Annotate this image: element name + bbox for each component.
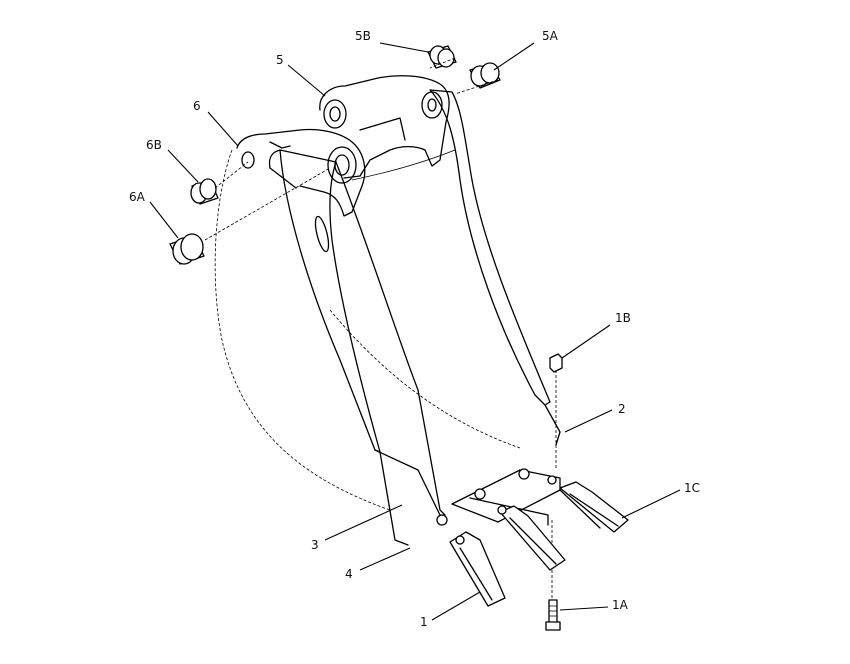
callout-1: 1 [420, 615, 428, 629]
callout-1B: 1B [615, 311, 631, 325]
bushing-5A [469, 62, 501, 89]
bolt-1A [545, 599, 561, 631]
callout-1C: 1C [684, 481, 701, 495]
tooth-middle [474, 488, 566, 571]
callout-6: 6 [193, 99, 201, 113]
callout-2: 2 [618, 402, 626, 416]
leader-lines [149, 42, 681, 621]
bushing-6B [190, 178, 219, 205]
tooth-1C [518, 468, 629, 533]
bushing-6A [169, 233, 205, 265]
callout-6A: 6A [129, 190, 145, 204]
callout-6B: 6B [146, 138, 162, 152]
front-side-plate [268, 149, 446, 546]
side-ear-bracket [236, 128, 366, 217]
callout-5: 5 [276, 53, 284, 67]
nut-1B [549, 353, 563, 373]
cutting-edge [451, 469, 601, 529]
bucket-shell [214, 149, 521, 511]
upper-mount-bracket [319, 75, 450, 179]
callout-5B: 5B [355, 29, 371, 43]
rear-side-plate [429, 89, 561, 446]
callout-5A: 5A [542, 29, 558, 43]
callout-3: 3 [311, 538, 319, 552]
callout-1A: 1A [612, 598, 628, 612]
tooth-1 [436, 514, 506, 607]
callout-4: 4 [345, 567, 353, 581]
bushing-5B [427, 45, 457, 69]
